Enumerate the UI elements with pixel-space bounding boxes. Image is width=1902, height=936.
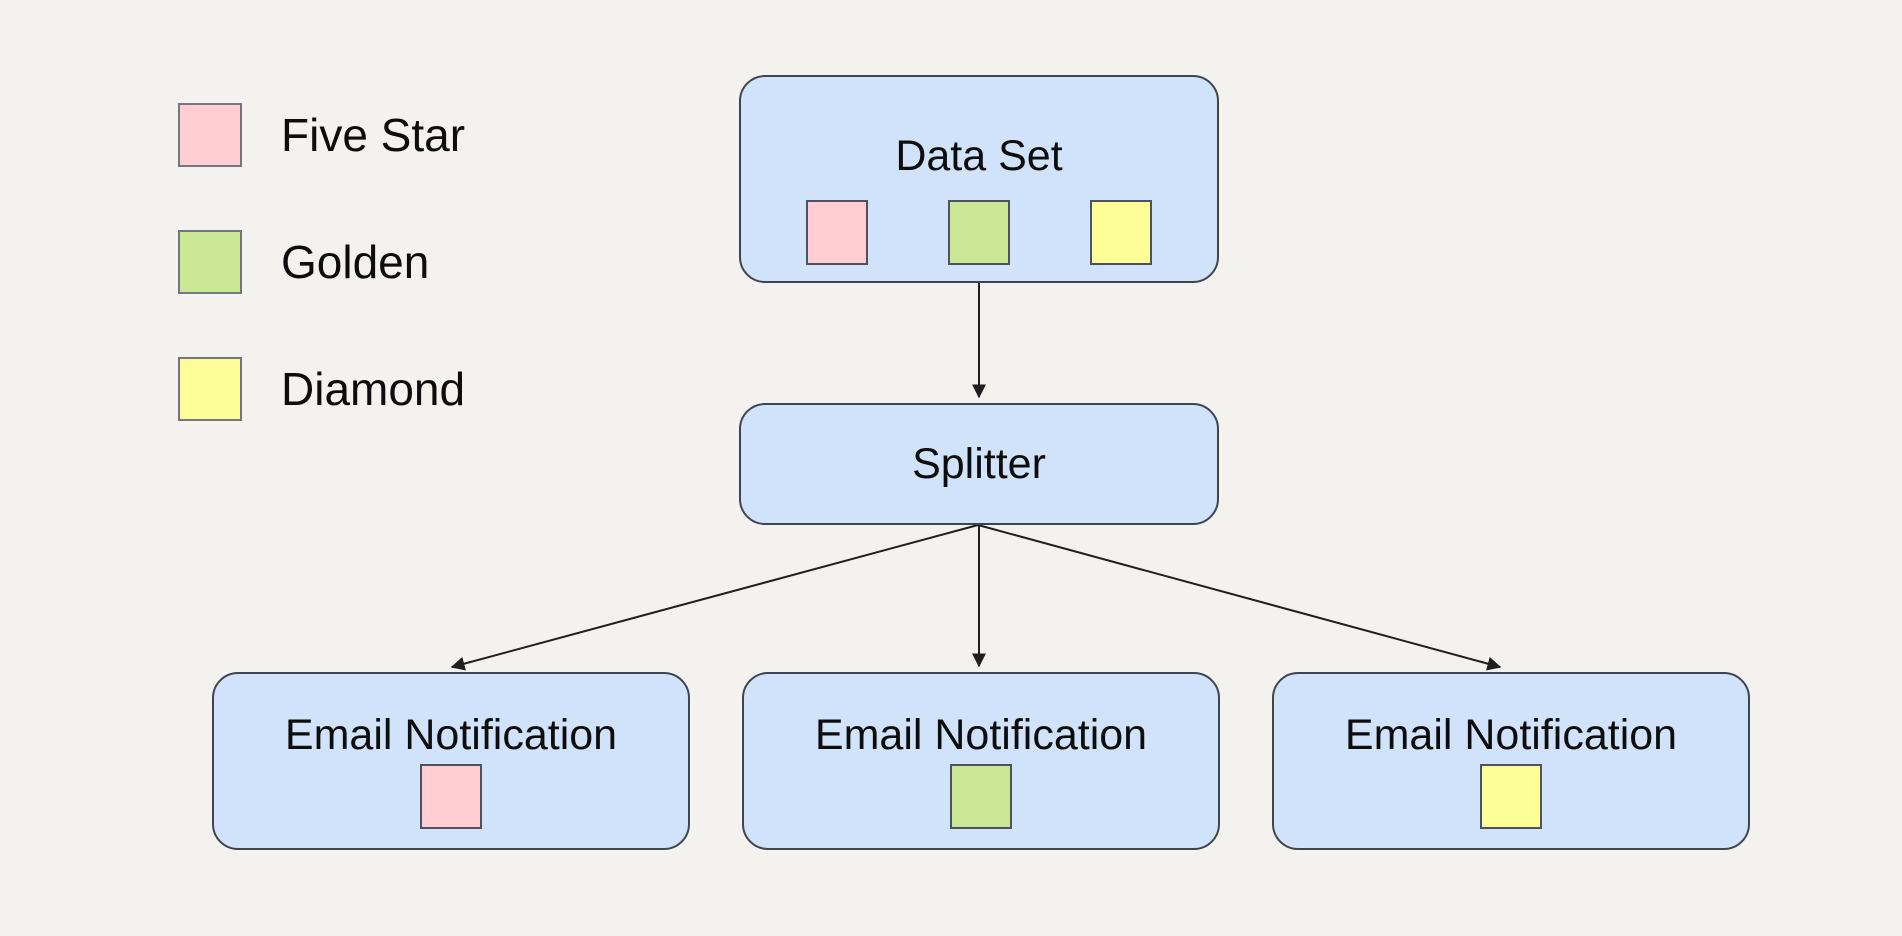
node-email-notification-2: Email Notification: [742, 672, 1220, 850]
node-data-set-title: Data Set: [895, 132, 1063, 180]
chip-five-star: [806, 200, 868, 265]
legend-label-diamond: Diamond: [281, 363, 466, 415]
five-star-swatch: [178, 103, 242, 167]
legend-label-five-star: Five Star: [281, 109, 466, 161]
legend-item-five-star: Five Star: [178, 103, 465, 167]
node-email-2-title: Email Notification: [814, 711, 1148, 759]
legend-label-golden: Golden: [281, 236, 430, 288]
data-set-chip-row: [741, 200, 1217, 265]
legend-item-golden: Golden: [178, 230, 465, 294]
node-email-notification-3: Email Notification: [1272, 672, 1750, 850]
legend-item-diamond: Diamond: [178, 357, 465, 421]
edge-splitter-to-email-1: [450, 524, 979, 671]
node-splitter-title: Splitter: [912, 440, 1046, 488]
chip-diamond: [1480, 764, 1542, 829]
node-splitter: Splitter: [739, 403, 1219, 525]
golden-swatch: [178, 230, 242, 294]
node-email-1-title: Email Notification: [284, 711, 618, 759]
node-email-3-title: Email Notification: [1344, 711, 1678, 759]
legend: Five Star Golden Diamond: [178, 103, 465, 484]
edge-splitter-to-email-3: [977, 524, 1502, 671]
diamond-swatch: [178, 357, 242, 421]
chip-five-star: [420, 764, 482, 829]
chip-golden: [950, 764, 1012, 829]
chip-golden: [948, 200, 1010, 265]
node-data-set: Data Set: [739, 75, 1219, 283]
node-email-notification-1: Email Notification: [212, 672, 690, 850]
chip-diamond: [1090, 200, 1152, 265]
